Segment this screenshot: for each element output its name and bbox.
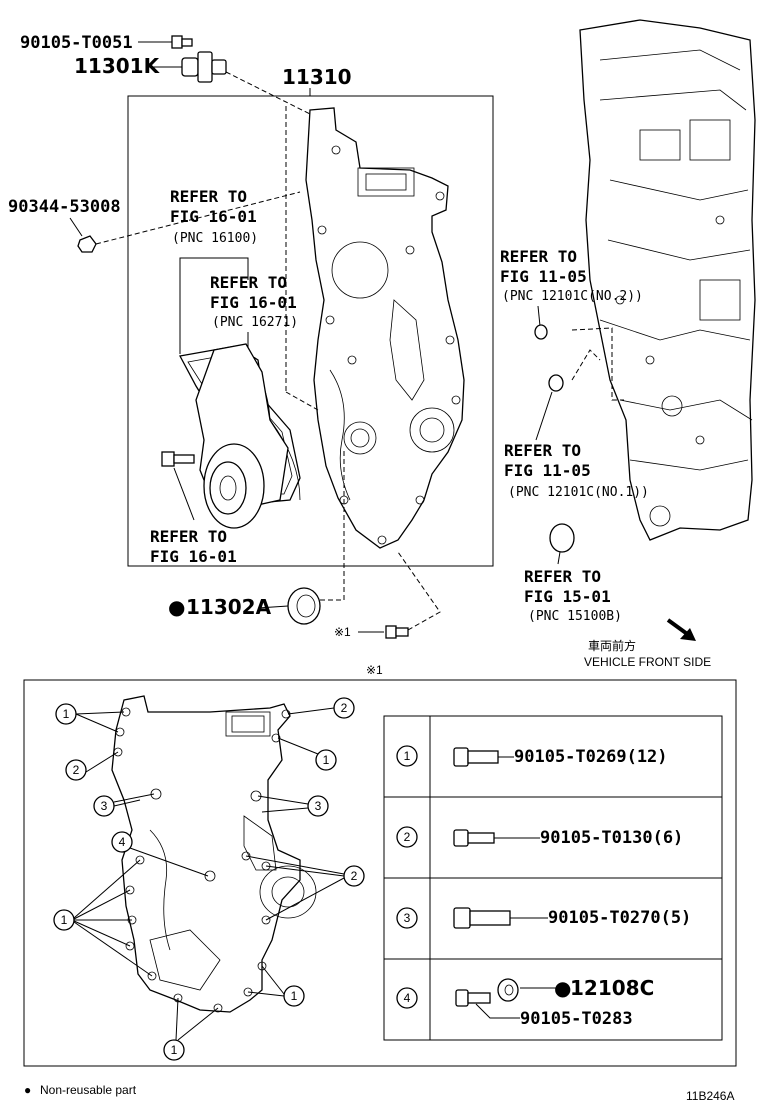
timing-chain-cover: [305, 107, 465, 549]
leader-line: [257, 605, 289, 609]
callout-2-left-upper: 2: [65, 751, 119, 781]
svg-text:4: 4: [119, 835, 126, 849]
diagram-code: 11B246A: [686, 1089, 735, 1103]
vehicle-front-en: VEHICLE FRONT SIDE: [584, 655, 711, 669]
dashed-leader: [95, 191, 301, 245]
dashed-leader: [320, 450, 345, 601]
leader-line: [535, 391, 553, 441]
dashed-leader: [225, 71, 319, 119]
legend-part-2: 90105-T0130(6): [540, 828, 683, 848]
dashed-leader: [285, 391, 319, 411]
oil-seal: [287, 587, 321, 625]
legend-part-1: 90105-T0269(12): [514, 747, 668, 767]
leader-line: [557, 551, 561, 565]
vehicle-front-jp: 車両前方: [588, 638, 636, 653]
label-11310: 11310: [282, 65, 352, 89]
o-ring: [548, 374, 564, 392]
callout-3-left: 3: [93, 793, 155, 817]
callout-1-top-left: 1: [55, 703, 125, 733]
svg-text:3: 3: [101, 799, 108, 813]
svg-text:3: 3: [315, 799, 322, 813]
svg-text:2: 2: [341, 701, 348, 715]
svg-text:2: 2: [404, 830, 411, 844]
refer-pnc: (PNC 16271): [212, 315, 298, 330]
pump-bolt-icon: [161, 451, 195, 467]
label-11302A: 11302A: [186, 595, 272, 619]
svg-text:2: 2: [351, 869, 358, 883]
refer-label: REFER TO: [210, 273, 287, 292]
bolt-location-frame: [23, 679, 737, 1067]
legend-row-1: 1 90105-T0269(12): [396, 745, 668, 767]
svg-text:3: 3: [404, 911, 411, 925]
bolt-icon: [385, 625, 409, 639]
refer-figure: FIG 16-01: [210, 293, 297, 312]
svg-text:1: 1: [61, 913, 68, 927]
dashed-leader: [571, 349, 601, 381]
refer-label: REFER TO: [500, 247, 577, 266]
o-ring-small: [534, 324, 548, 340]
svg-text:1: 1: [63, 707, 70, 721]
refer-pnc: (PNC 16100): [172, 231, 258, 246]
leader-line: [537, 305, 541, 327]
legend-dot-4: ●: [554, 976, 571, 1000]
leader-line: [69, 217, 83, 237]
cam-position-sensor-icon: [181, 51, 227, 83]
leader-line: [173, 467, 195, 521]
refer-label: REFER TO: [170, 187, 247, 206]
callout-4: 4: [111, 831, 209, 877]
refer-pnc: (PNC 12101C(NO.1)): [508, 485, 649, 500]
refer-label: REFER TO: [524, 567, 601, 586]
legend-part-3: 90105-T0270(5): [548, 908, 691, 928]
dashed-leader: [571, 327, 624, 401]
arrow-icon: [666, 618, 696, 641]
o-ring-large: [549, 523, 575, 553]
callout-2-right-lower: 2: [245, 855, 365, 921]
cover-outline-diagram: [111, 695, 317, 1013]
refer-pnc: (PNC 15100B): [528, 609, 622, 624]
svg-text:2: 2: [73, 763, 80, 777]
legend-row-3: 3 90105-T0270(5): [396, 907, 691, 929]
svg-text:1: 1: [171, 1043, 178, 1057]
label-11301K: 11301K: [74, 54, 161, 78]
water-pump: [195, 343, 289, 529]
refer-figure: FIG 16-01: [170, 207, 257, 226]
callout-3-right: 3: [257, 795, 329, 817]
callout-1-bottom: 1: [163, 997, 219, 1061]
legend-row-2: 2 90105-T0130(6): [396, 826, 683, 848]
legend-row-4: 4 ● 12108C 90105-T0283: [396, 976, 654, 1029]
callout-1-left-lower: 1: [53, 859, 153, 977]
note-mark-1-bottom: ※1: [366, 663, 383, 677]
refer-figure: FIG 11-05: [504, 461, 591, 480]
legend-part-4a: 12108C: [570, 976, 654, 1000]
refer-figure: FIG 15-01: [524, 587, 611, 606]
engine-block: [579, 19, 756, 541]
refer-figure: FIG 16-01: [150, 547, 237, 566]
svg-text:1: 1: [323, 753, 330, 767]
callout-1-right-upper: 1: [277, 737, 337, 771]
callout-1-right-lower: 1: [247, 965, 305, 1007]
dashed-leader: [397, 551, 441, 631]
nonreusable-dot: ●: [168, 595, 185, 619]
legend-part-4b: 90105-T0283: [520, 1009, 633, 1029]
note-mark-1: ※1: [334, 625, 351, 639]
nut-icon: [77, 235, 97, 253]
label-90344-53008: 90344-53008: [8, 197, 121, 217]
callout-2-top-right: 2: [287, 697, 355, 719]
refer-label: REFER TO: [504, 441, 581, 460]
svg-text:4: 4: [404, 991, 411, 1005]
label-90105-T0051: 90105-T0051: [20, 33, 133, 53]
bolt-icon: [171, 35, 193, 49]
refer-figure: FIG 11-05: [500, 267, 587, 286]
footer-dot: ●: [24, 1083, 31, 1097]
footer-note: Non-reusable part: [40, 1083, 137, 1097]
svg-text:1: 1: [291, 989, 298, 1003]
svg-text:1: 1: [404, 749, 411, 763]
refer-label: REFER TO: [150, 527, 227, 546]
bracket-line: [179, 257, 249, 354]
refer-pnc: (PNC 12101C(NO.2)): [502, 289, 643, 304]
bolt-legend-table: [383, 715, 723, 1041]
